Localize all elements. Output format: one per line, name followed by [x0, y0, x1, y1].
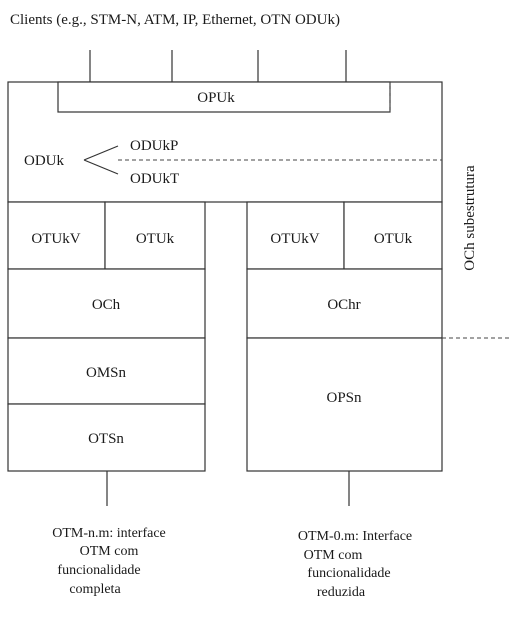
right-caption-line-3: funcionalidade [307, 566, 390, 581]
right-caption-line-1: OTM-0.m: Interface [298, 529, 412, 544]
left-caption-line-2: OTM com [80, 544, 139, 559]
clients-label: Clients (e.g., STM-N, ATM, IP, Ethernet,… [10, 12, 340, 28]
left-otukv-label: OTUkV [31, 231, 80, 247]
left-omsn-label: OMSn [86, 365, 127, 381]
left-otuk-label: OTUk [136, 231, 175, 247]
left-och-label: OCh [92, 297, 121, 313]
right-otukv-label: OTUkV [270, 231, 319, 247]
left-caption: OTM-n.m: interface OTM com funcionalidad… [52, 526, 166, 597]
left-caption-line-1: OTM-n.m: interface [52, 526, 166, 541]
right-caption-line-4: reduzida [317, 585, 366, 600]
right-otuk-label: OTUk [374, 231, 413, 247]
right-opsn-label: OPSn [326, 390, 362, 406]
left-caption-line-3: funcionalidade [57, 563, 140, 578]
odukt-label: ODUkT [130, 171, 179, 187]
och-subestrutura-label: OCh subestrutura [462, 165, 478, 271]
opuk-label: OPUk [197, 90, 235, 106]
right-caption: OTM-0.m: Interface OTM com funcionalidad… [298, 529, 412, 600]
right-ochr-label: OChr [327, 297, 360, 313]
right-caption-line-2: OTM com [304, 548, 363, 563]
oduk-label: ODUk [24, 153, 64, 169]
odukp-label: ODUkP [130, 138, 178, 154]
left-caption-line-4: completa [69, 582, 121, 597]
left-otsn-label: OTSn [88, 431, 124, 447]
